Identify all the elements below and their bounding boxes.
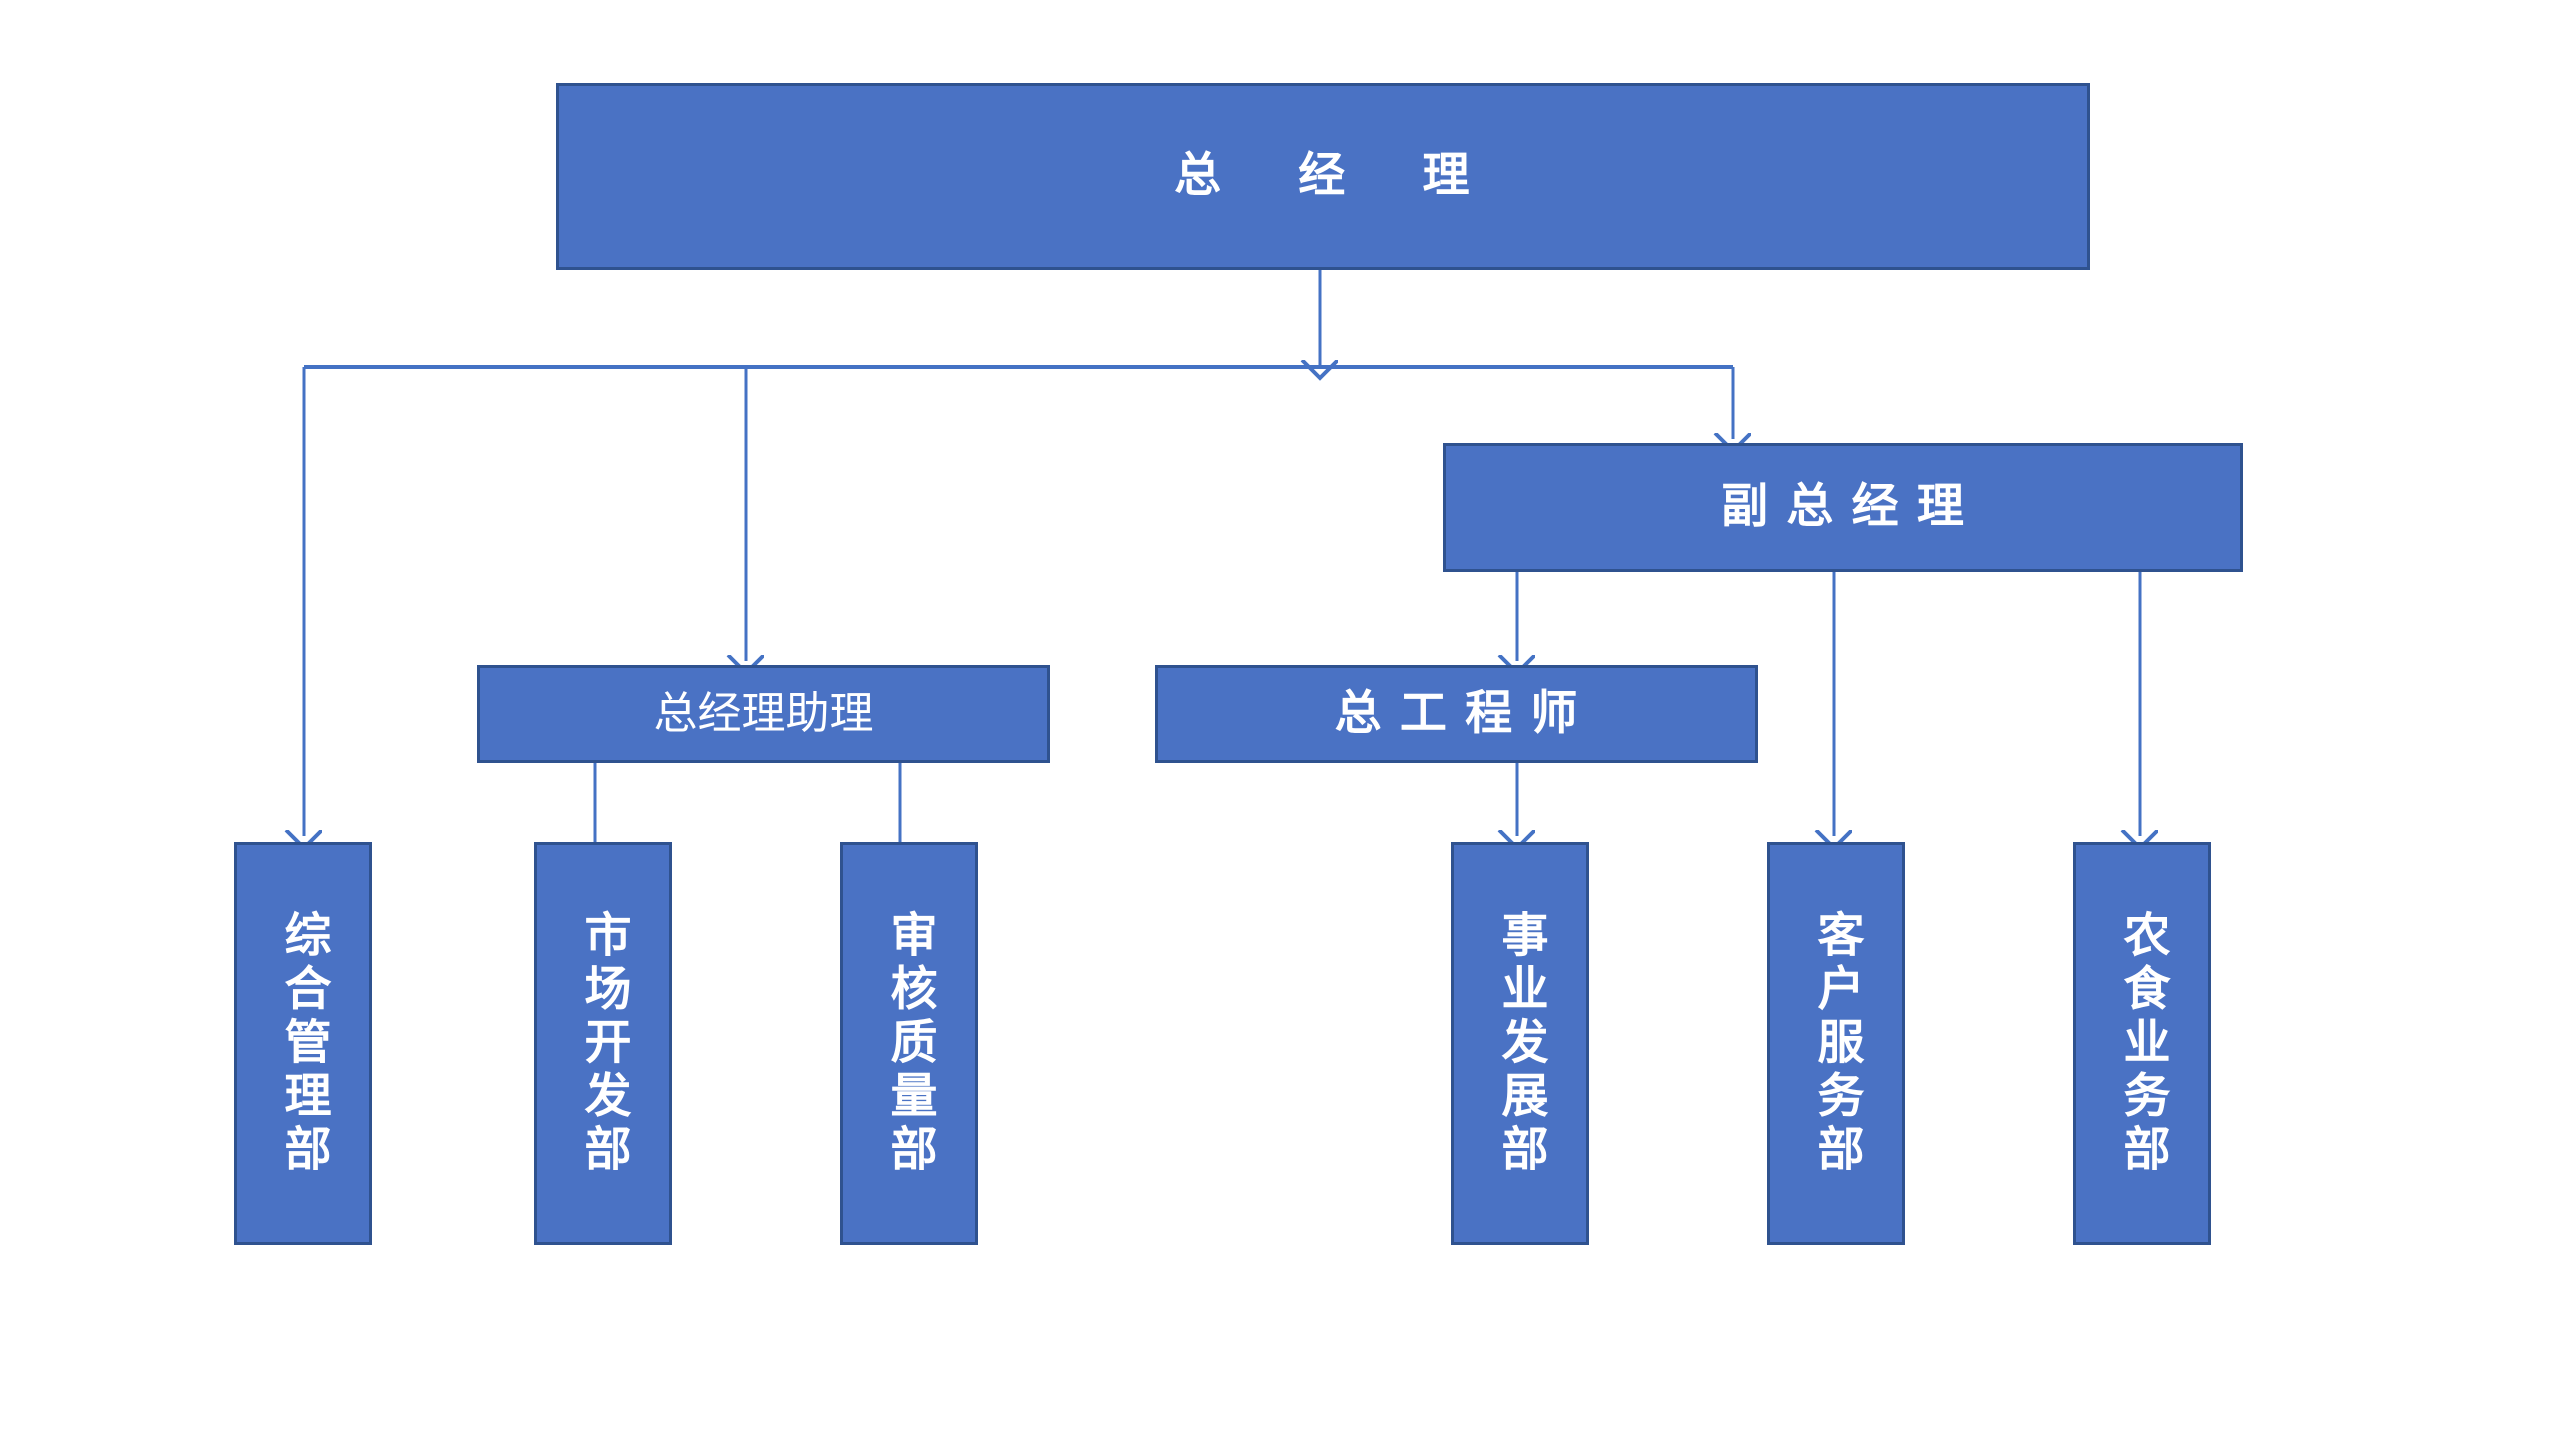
node-dept-quality-label: 审核质量部 (881, 909, 937, 1178)
node-dept-business[interactable]: 事业发展部 (1451, 842, 1589, 1245)
node-deputy-general-manager-label: 副 总 经 理 (1721, 479, 1965, 535)
node-dept-market[interactable]: 市场开发部 (534, 842, 672, 1245)
node-general-manager-label: 总 经 理 (1174, 148, 1472, 204)
node-dept-admin[interactable]: 综合管理部 (234, 842, 372, 1245)
node-deputy-general-manager[interactable]: 副 总 经 理 (1443, 443, 2243, 572)
node-chief-engineer[interactable]: 总 工 程 师 (1155, 665, 1758, 763)
node-dept-agrifood[interactable]: 农食业务部 (2073, 842, 2211, 1245)
node-general-manager[interactable]: 总 经 理 (556, 83, 2090, 270)
node-dept-agrifood-label: 农食业务部 (2114, 909, 2170, 1178)
node-gm-assistant[interactable]: 总经理助理 (477, 665, 1050, 763)
node-chief-engineer-label: 总 工 程 师 (1334, 685, 1579, 741)
node-dept-admin-label: 综合管理部 (275, 909, 331, 1178)
node-gm-assistant-label: 总经理助理 (653, 688, 874, 740)
node-dept-business-label: 事业发展部 (1492, 909, 1548, 1178)
node-dept-quality[interactable]: 审核质量部 (840, 842, 978, 1245)
node-dept-market-label: 市场开发部 (575, 909, 631, 1178)
node-dept-service[interactable]: 客户服务部 (1767, 842, 1905, 1245)
node-dept-service-label: 客户服务部 (1808, 909, 1864, 1178)
